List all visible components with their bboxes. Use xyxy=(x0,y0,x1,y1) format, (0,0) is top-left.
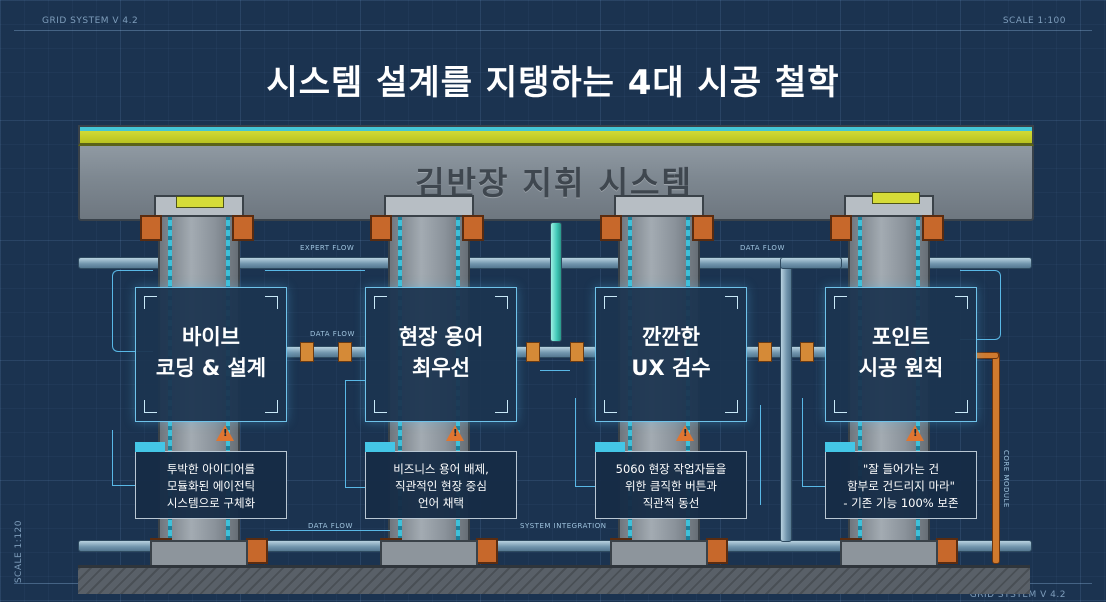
vertical-pipe-right xyxy=(780,260,792,542)
corner-label-bottom-left: SCALE 1:120 xyxy=(14,520,24,584)
corner-label-bottom-right: GRID SYSTEM V 4.2 xyxy=(969,590,1066,600)
pillar-title-1: 바이브 코딩 & 설계 xyxy=(155,325,267,380)
pipe-elbow-right xyxy=(780,257,842,269)
flow-label-data-bottom: DATA FLOW xyxy=(308,522,353,530)
pillar-title-2: 현장 용어 최우선 xyxy=(398,325,484,380)
column-cap-3 xyxy=(614,195,704,217)
bracket xyxy=(246,538,268,564)
pillar-desc-box-3: 5060 현장 작업자들을 위한 큼직한 버튼과 직관적 동선 xyxy=(595,442,747,519)
pillar-title-4: 포인트 시공 원칙 xyxy=(858,325,944,380)
bracket xyxy=(476,538,498,564)
warning-icon xyxy=(216,425,234,441)
warning-icon xyxy=(906,425,924,441)
bracket xyxy=(706,538,728,564)
flow-label-system-integration: SYSTEM INTEGRATION xyxy=(520,522,607,530)
pillar-desc-box-4: "잘 들어가는 건 함부로 건드리지 마라" - 기존 기능 100% 보존 xyxy=(825,442,977,519)
pillar-card-3: 깐깐한 UX 검수 xyxy=(595,287,747,422)
bracket xyxy=(140,215,162,241)
ground-slab xyxy=(78,565,1030,594)
pipe-coupler xyxy=(570,342,584,362)
pillar-card-1: 바이브 코딩 & 설계 xyxy=(135,287,287,422)
pillar-desc-box-1: 투박한 아이디어를 모듈화된 에이전틱 시스템으로 구체화 xyxy=(135,442,287,519)
bracket xyxy=(830,215,852,241)
frame-top-line xyxy=(14,30,1092,31)
flow-arrow-col3 xyxy=(575,398,596,487)
pillar-desc-2: 비즈니스 용어 배제, 직관적인 현장 중심 언어 채택 xyxy=(393,462,489,510)
bracket xyxy=(462,215,484,241)
cap-marker-1 xyxy=(176,196,224,208)
warning-icon xyxy=(676,425,694,441)
bracket xyxy=(232,215,254,241)
warning-icon xyxy=(446,425,464,441)
beam-top-rail xyxy=(78,125,1034,146)
flow-label-data-top: DATA FLOW xyxy=(740,244,785,252)
flow-arrow-mid xyxy=(540,370,570,372)
orange-conduit xyxy=(992,352,1000,564)
pillar-desc-4: "잘 들어가는 건 함부로 건드리지 마라" - 기존 기능 100% 보존 xyxy=(843,462,959,510)
connector-pipe-1-2 xyxy=(285,346,367,358)
bracket xyxy=(370,215,392,241)
bracket xyxy=(922,215,944,241)
column-cap-2 xyxy=(384,195,474,217)
page-title: 시스템 설계를 지탱하는 4대 시공 철학 xyxy=(266,63,840,103)
bracket xyxy=(600,215,622,241)
pipe-coupler xyxy=(758,342,772,362)
bracket xyxy=(692,215,714,241)
pillar-title-3: 깐깐한 UX 검수 xyxy=(631,325,711,380)
flow-arrow-left-upper xyxy=(112,270,153,352)
flow-label-data-mid: DATA FLOW xyxy=(310,330,355,338)
pipe-coupler xyxy=(338,342,352,362)
flow-arrow-col2 xyxy=(345,380,366,488)
pillar-card-4: 포인트 시공 원칙 xyxy=(825,287,977,422)
pipe-coupler xyxy=(526,342,540,362)
pillar-desc-1: 투박한 아이디어를 모듈화된 에이전틱 시스템으로 구체화 xyxy=(166,462,256,510)
flow-arrow-right xyxy=(960,270,1001,340)
pipe-coupler xyxy=(800,342,814,362)
bracket xyxy=(936,538,958,564)
pillar-desc-box-2: 비즈니스 용어 배제, 직관적인 현장 중심 언어 채택 xyxy=(365,442,517,519)
flow-arrow-vertical xyxy=(760,405,762,505)
cap-marker-4 xyxy=(872,192,920,204)
flow-arrow-left-lower xyxy=(112,430,135,486)
pillar-card-2: 현장 용어 최우선 xyxy=(365,287,517,422)
flow-arrow-col4 xyxy=(802,398,825,487)
flow-label-core-module: CORE MODULE xyxy=(1002,450,1010,508)
expert-flow-line xyxy=(265,270,365,272)
flow-label-expert: EXPERT FLOW xyxy=(300,244,355,252)
corner-label-top-left: GRID SYSTEM V 4.2 xyxy=(42,16,139,26)
pillar-desc-3: 5060 현장 작업자들을 위한 큼직한 버튼과 직관적 동선 xyxy=(615,462,727,510)
pipe-coupler xyxy=(300,342,314,362)
lower-horizontal-pipe xyxy=(78,540,1032,552)
cyan-vertical-pipe xyxy=(550,222,562,342)
data-flow-bottom-line xyxy=(270,530,390,532)
corner-label-top-right: SCALE 1:100 xyxy=(1002,16,1066,26)
